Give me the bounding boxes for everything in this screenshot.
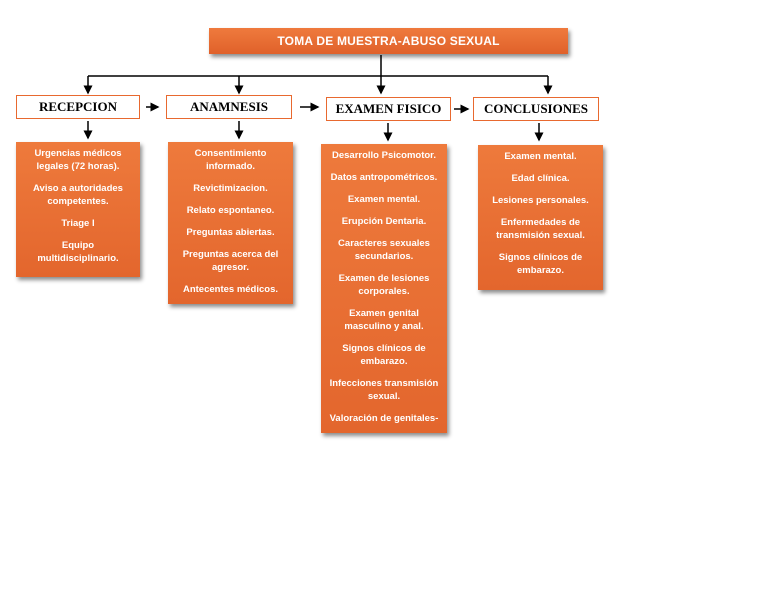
- card-conclusiones: Examen mental. Edad clínica. Lesiones pe…: [478, 145, 603, 290]
- list-item: Desarrollo Psicomotor.: [331, 150, 436, 161]
- list-item: Signos clínicos de embarazo.: [498, 252, 583, 276]
- list-item: Edad clínica.: [511, 173, 570, 184]
- list-item: Signos clínicos de embarazo.: [342, 343, 426, 367]
- list-item: Examen mental.: [504, 151, 577, 162]
- heading-examen-fisico: EXAMEN FISICO: [326, 97, 451, 121]
- list-item: Antecentes médicos.: [182, 284, 279, 295]
- list-item: Urgencias médicos legales (72 horas).: [34, 148, 122, 172]
- list-item: Examen mental.: [347, 194, 421, 205]
- card-examen-fisico: Desarrollo Psicomotor. Datos antropométr…: [321, 144, 447, 433]
- list-item: Preguntas acerca del agresor.: [182, 249, 279, 273]
- heading-conclusiones: CONCLUSIONES: [473, 97, 599, 121]
- list-item: Caracteres sexuales secundarios.: [338, 238, 430, 262]
- list-item: Enfermedades de transmisión sexual.: [496, 217, 585, 241]
- list-item: Triage I: [61, 218, 95, 229]
- card-recepcion: Urgencias médicos legales (72 horas). Av…: [16, 142, 140, 277]
- heading-recepcion: RECEPCION: [16, 95, 140, 119]
- list-item: Lesiones personales.: [492, 195, 589, 206]
- list-item: Infecciones transmisión sexual.: [329, 378, 439, 402]
- list-item: Consentimiento informado.: [194, 148, 267, 172]
- list-item: Erupción Dentaria.: [341, 216, 427, 227]
- card-anamnesis: Consentimiento informado. Revictimizacio…: [168, 142, 293, 304]
- list-item: Preguntas abiertas.: [186, 227, 275, 238]
- heading-anamnesis: ANAMNESIS: [166, 95, 292, 119]
- list-item: Revictimizacion.: [193, 183, 268, 194]
- diagram-title: TOMA DE MUESTRA-ABUSO SEXUAL: [209, 28, 568, 54]
- list-item: Datos antropométricos.: [330, 172, 438, 183]
- list-item: Aviso a autoridades competentes.: [33, 183, 123, 207]
- list-item: Relato espontaneo.: [186, 205, 275, 216]
- list-item: Examen de lesiones corporales.: [338, 273, 430, 297]
- list-item: Valoración de genitales-: [329, 413, 439, 424]
- list-item: Equipo multidisciplinario.: [37, 240, 119, 264]
- list-item: Examen genital masculino y anal.: [344, 308, 424, 332]
